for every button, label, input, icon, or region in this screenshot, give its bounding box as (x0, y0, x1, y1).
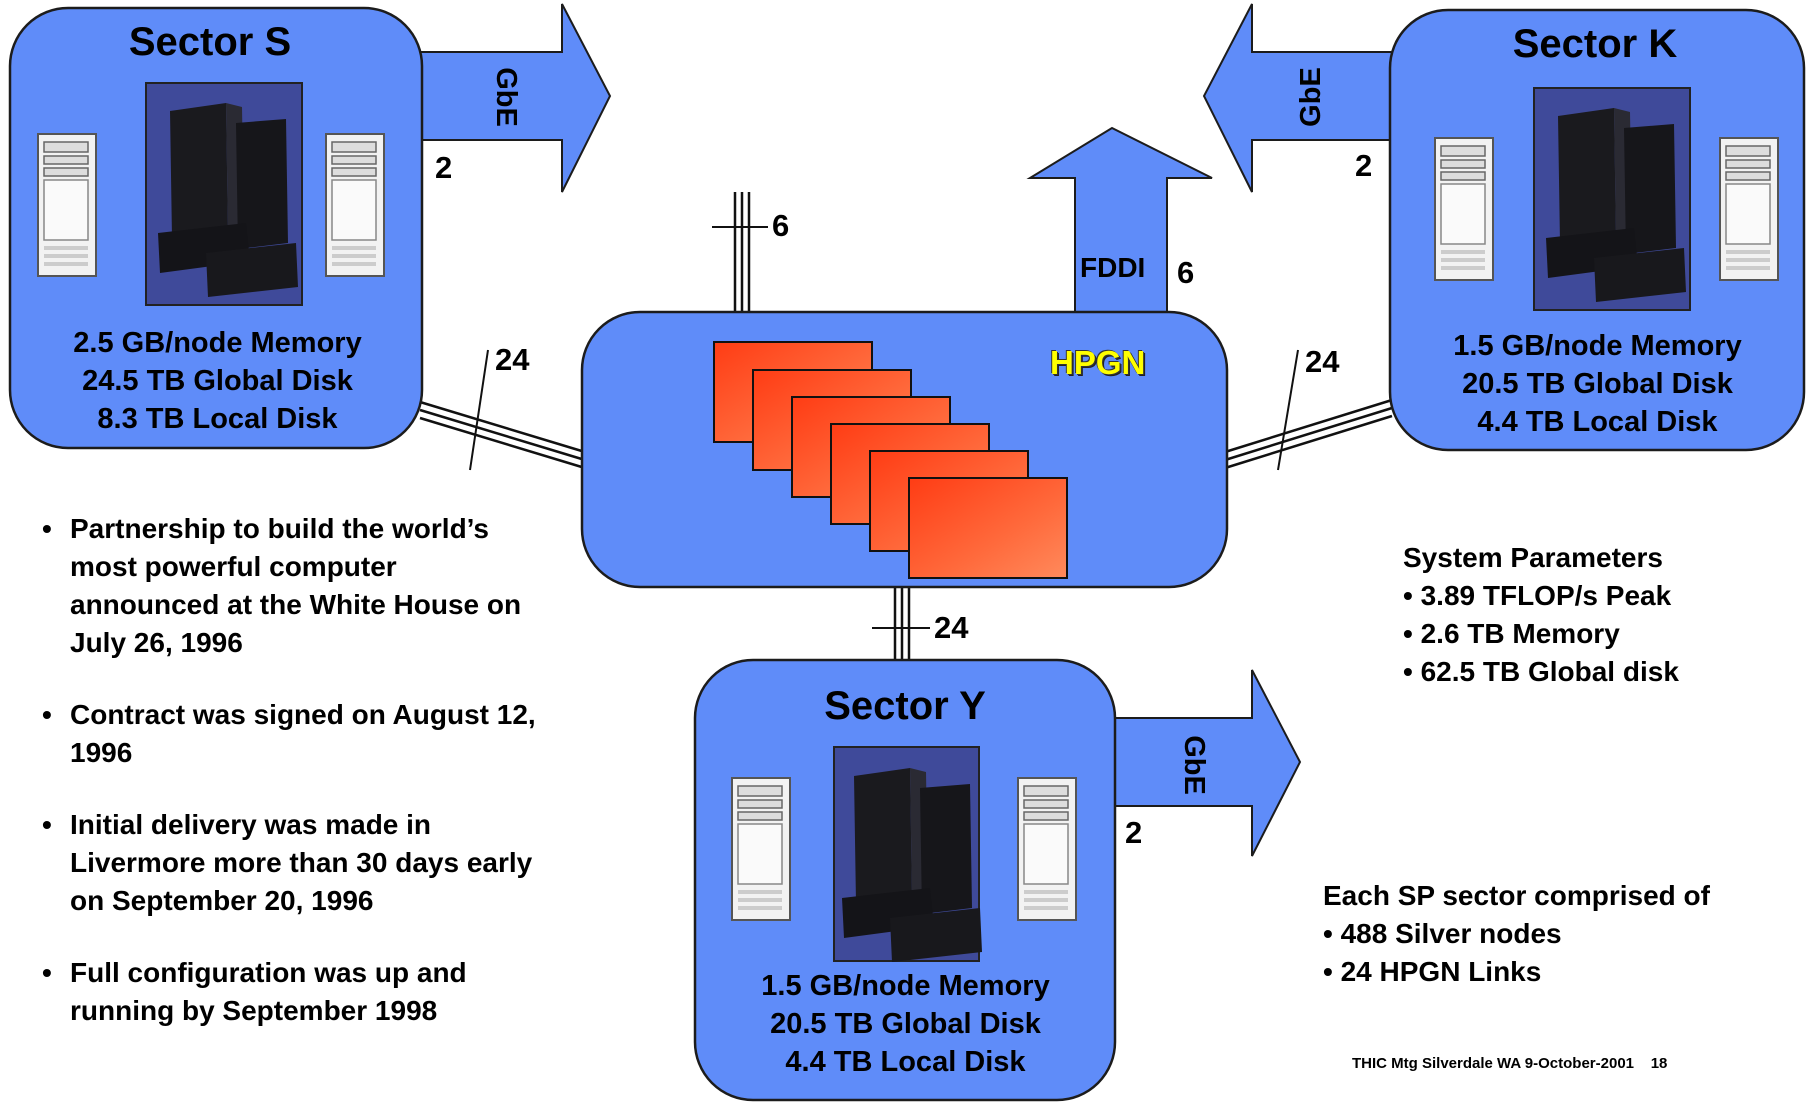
link-sector-k-to-hpgn (1225, 400, 1392, 468)
history-bullet: Full configuration was up and running by… (42, 954, 552, 1030)
server-tower-icon (1435, 138, 1493, 280)
system-parameter-item: • 2.6 TB Memory (1403, 615, 1679, 653)
fddi-label: FDDI (1080, 252, 1145, 284)
switch-card (909, 478, 1067, 578)
link-top-6 (735, 192, 749, 312)
sector-composition-item: • 24 HPGN Links (1323, 953, 1710, 991)
mainframe-icon (158, 103, 298, 297)
sector-y-memory: 1.5 GB/node Memory (718, 967, 1093, 1005)
system-parameter-item: • 62.5 TB Global disk (1403, 653, 1679, 691)
sector-y-specs: 1.5 GB/node Memory 20.5 TB Global Disk 4… (718, 967, 1093, 1081)
link-tick-right (1278, 350, 1298, 470)
gbe-label-sector-y: GbE (1176, 730, 1210, 800)
sector-s-title: Sector S (70, 20, 350, 65)
sector-k-global-disk: 20.5 TB Global Disk (1410, 365, 1785, 403)
system-parameters-heading: System Parameters (1403, 539, 1679, 577)
history-bullet: Initial delivery was made in Livermore m… (42, 806, 552, 920)
sector-s-specs: 2.5 GB/node Memory 24.5 TB Global Disk 8… (30, 324, 405, 438)
history-bullet: Contract was signed on August 12, 1996 (42, 696, 552, 772)
hpgn-label: HPGN (1050, 344, 1145, 382)
sector-s-gbe-count: 2 (435, 150, 452, 186)
history-bullets: Partnership to build the world’s most po… (42, 510, 552, 1064)
link-sector-s-to-hpgn (420, 402, 585, 468)
left-link-count: 24 (495, 342, 529, 378)
gbe-label-sector-s: GbE (488, 62, 522, 132)
slide-footer: THIC Mtg Silverdale WA 9-October-2001 18 (1352, 1055, 1667, 1072)
fddi-count: 6 (1177, 255, 1194, 291)
history-bullet: Partnership to build the world’s most po… (42, 510, 552, 662)
gbe-label-sector-k: GbE (1295, 62, 1329, 132)
sector-y-global-disk: 20.5 TB Global Disk (718, 1005, 1093, 1043)
server-tower-icon (326, 134, 384, 276)
mainframe-icon (1546, 108, 1686, 302)
right-link-count: 24 (1305, 344, 1339, 380)
sector-y-title: Sector Y (765, 684, 1045, 729)
link-hpgn-to-sector-y (895, 585, 909, 665)
sector-composition-heading: Each SP sector comprised of (1323, 877, 1710, 915)
mainframe-icon (842, 768, 982, 962)
sector-k-gbe-count: 2 (1355, 148, 1372, 184)
link-tick-left (470, 350, 488, 470)
server-tower-icon (38, 134, 96, 276)
page-number: 18 (1651, 1055, 1668, 1072)
sector-s-global-disk: 24.5 TB Global Disk (30, 362, 405, 400)
sector-composition-item: • 488 Silver nodes (1323, 915, 1710, 953)
server-tower-icon (1720, 138, 1778, 280)
server-tower-icon (732, 778, 790, 920)
sector-s-local-disk: 8.3 TB Local Disk (30, 400, 405, 438)
sector-k-specs: 1.5 GB/node Memory 20.5 TB Global Disk 4… (1410, 327, 1785, 441)
sector-s-memory: 2.5 GB/node Memory (30, 324, 405, 362)
sector-k-local-disk: 4.4 TB Local Disk (1410, 403, 1785, 441)
server-tower-icon (1018, 778, 1076, 920)
system-parameters: System Parameters • 3.89 TFLOP/s Peak • … (1403, 539, 1679, 691)
system-parameter-item: • 3.89 TFLOP/s Peak (1403, 577, 1679, 615)
footer-text: THIC Mtg Silverdale WA 9-October-2001 (1352, 1055, 1634, 1072)
sector-y-gbe-count: 2 (1125, 815, 1142, 851)
sector-composition: Each SP sector comprised of • 488 Silver… (1323, 877, 1710, 991)
top-link-count: 6 (772, 208, 789, 244)
sector-k-title: Sector K (1455, 22, 1735, 67)
bottom-link-count: 24 (934, 610, 968, 646)
sector-k-memory: 1.5 GB/node Memory (1410, 327, 1785, 365)
sector-y-local-disk: 4.4 TB Local Disk (718, 1043, 1093, 1081)
